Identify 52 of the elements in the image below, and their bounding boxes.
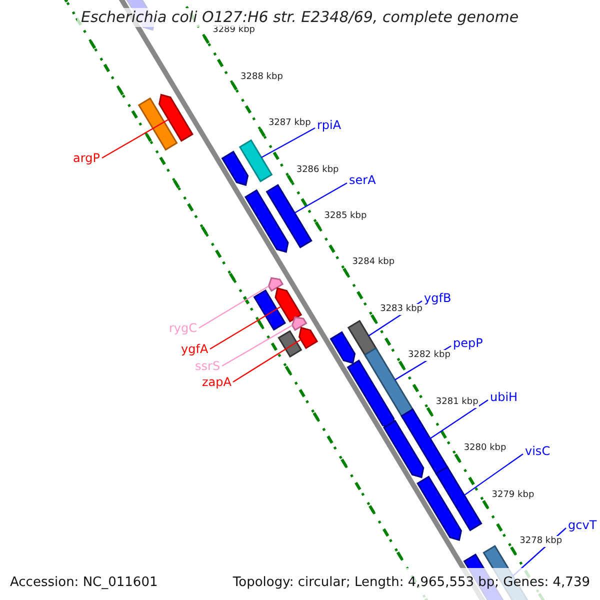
gene-label: gcvT bbox=[568, 519, 597, 531]
gene-block bbox=[330, 331, 356, 364]
gene-label: visC bbox=[525, 445, 550, 457]
scale-label: 3286 kbp bbox=[295, 164, 340, 176]
gene-block bbox=[416, 476, 462, 542]
leader-line bbox=[232, 339, 302, 382]
gene-label: ygfB bbox=[424, 292, 452, 304]
gene-label: serA bbox=[349, 174, 376, 186]
gene-block bbox=[278, 330, 302, 358]
gene-label: ubiH bbox=[490, 391, 518, 403]
scale-label: 3280 kbp bbox=[462, 443, 508, 454]
leader-line bbox=[464, 454, 524, 496]
gene-block bbox=[266, 184, 312, 248]
scale-label: 3288 kbp bbox=[240, 72, 284, 83]
scale-label: 3285 kbp bbox=[323, 210, 368, 222]
gene-block bbox=[291, 316, 308, 332]
gene-label: rygC bbox=[169, 322, 198, 334]
leader-line bbox=[222, 324, 293, 367]
scale-label: 3281 kbp bbox=[434, 396, 480, 408]
scale-label: 3283 kbp bbox=[379, 304, 424, 315]
gene-block bbox=[221, 150, 249, 186]
gene-block bbox=[238, 139, 273, 182]
gene-label: ssrS bbox=[195, 360, 220, 372]
gene-label: pepP bbox=[453, 337, 483, 349]
leader-line bbox=[294, 182, 348, 214]
gene-block bbox=[298, 326, 318, 350]
scale-label: 3278 kbp bbox=[518, 536, 564, 548]
scale-label: 3287 kbp bbox=[267, 118, 312, 130]
gene-block bbox=[253, 289, 286, 331]
gene-block bbox=[274, 287, 302, 323]
gene-block bbox=[346, 359, 395, 430]
gene-block bbox=[244, 189, 289, 253]
leader-line bbox=[102, 118, 169, 159]
leader-line bbox=[261, 127, 316, 158]
gene-block bbox=[382, 420, 424, 478]
footer-text: Accession: NC_011601 bbox=[10, 576, 158, 589]
leader-line bbox=[430, 400, 488, 439]
gene-block bbox=[268, 277, 284, 292]
gene-label: argP bbox=[73, 152, 100, 164]
gene-block bbox=[435, 466, 482, 532]
scale-label: 3282 kbp bbox=[407, 350, 452, 362]
gene-block bbox=[400, 408, 449, 476]
scale-label: 3279 kbp bbox=[490, 490, 536, 501]
gene-label: zapA bbox=[202, 376, 232, 388]
leader-line bbox=[198, 286, 269, 329]
leader-line bbox=[210, 306, 282, 350]
gene-block bbox=[158, 94, 194, 142]
scale-label: 3284 kbp bbox=[351, 257, 396, 268]
gene-label: ygfA bbox=[181, 343, 208, 355]
footer-text: Topology: circular; Length: 4,965,553 bp; Genes: 4,739 bbox=[232, 576, 590, 589]
gene-label: rpiA bbox=[317, 119, 342, 131]
gene-block bbox=[138, 97, 178, 151]
